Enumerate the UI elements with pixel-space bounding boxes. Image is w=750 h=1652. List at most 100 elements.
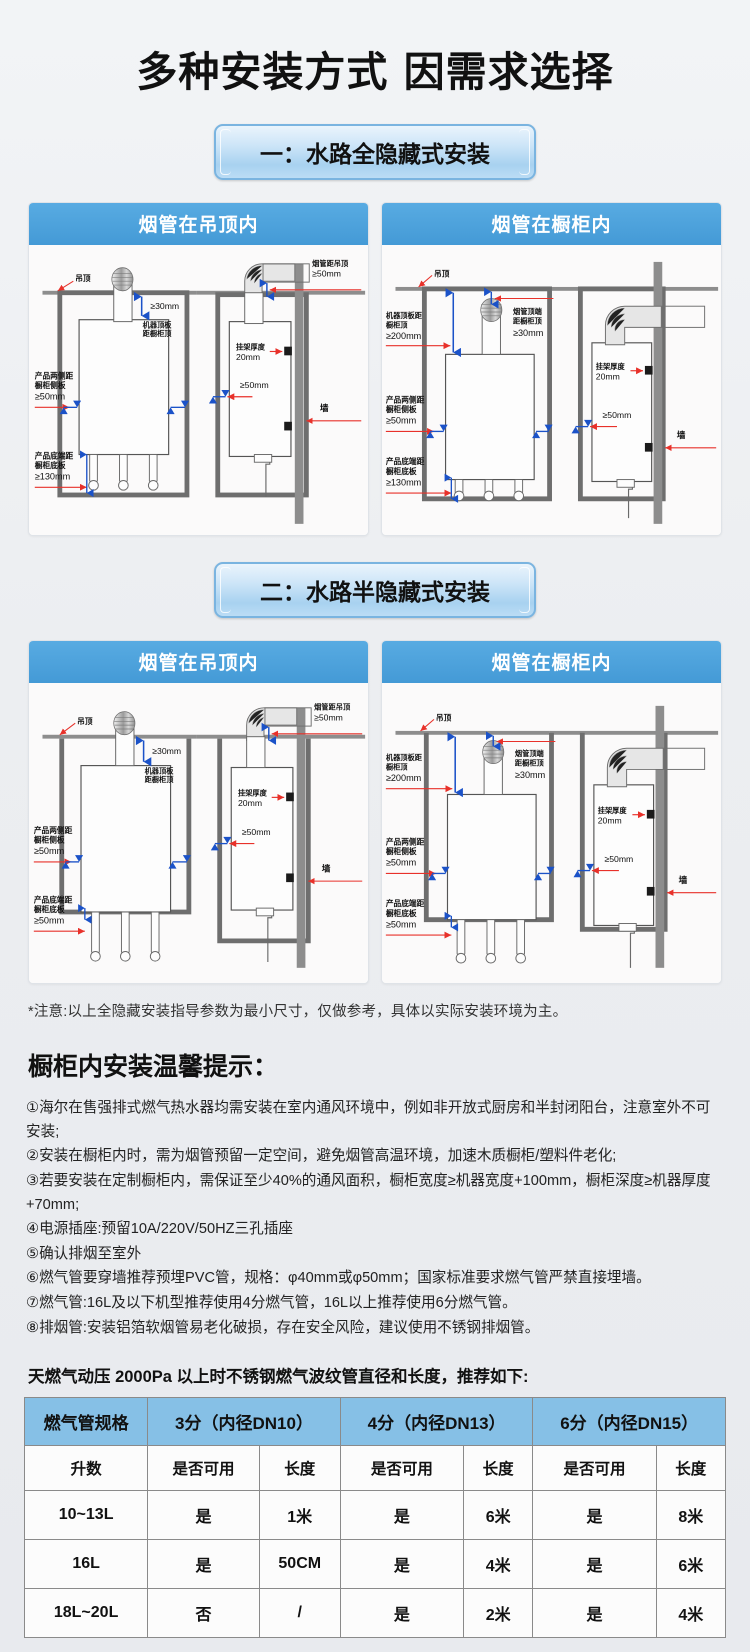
svg-text:≥130mm: ≥130mm <box>386 477 421 487</box>
svg-text:≥200mm: ≥200mm <box>386 331 421 341</box>
svg-text:机器顶板距: 机器顶板距 <box>386 753 423 762</box>
svg-text:≥50mm: ≥50mm <box>240 380 269 390</box>
svg-text:橱柜侧板: 橱柜侧板 <box>385 404 417 414</box>
svg-text:产品两侧距: 产品两侧距 <box>34 825 73 835</box>
tip-item: ①海尔在售强排式燃气热水器均需安装在室内通风环境中，例如非开放式厨房和半封闭阳台… <box>26 1100 711 1140</box>
svg-text:产品两侧距: 产品两侧距 <box>386 395 425 405</box>
diagram-card-title: 烟管在橱柜内 <box>382 203 721 245</box>
svg-text:产品两侧距: 产品两侧距 <box>35 370 74 380</box>
svg-text:距橱柜顶: 距橱柜顶 <box>145 775 175 784</box>
svg-text:距橱柜顶: 距橱柜顶 <box>143 329 173 338</box>
diagram-card-title: 烟管在吊顶内 <box>29 641 368 683</box>
table-cell: 否 <box>147 1588 260 1639</box>
svg-text:产品底端距: 产品底端距 <box>386 456 425 466</box>
tip-item: ⑧排烟管:安装铝箔软烟管易老化破损，存在安全风险，建议使用不锈钢排烟管。 <box>26 1319 540 1336</box>
table-sub-header-cell: 升数 <box>23 1445 149 1492</box>
svg-text:挂架厚度: 挂架厚度 <box>236 343 266 352</box>
table-cell: 10~13L <box>23 1490 149 1541</box>
tips-list: ①海尔在售强排式燃气热水器均需安装在室内通风环境中，例如非开放式厨房和半封闭阳台… <box>0 1093 750 1340</box>
svg-text:≥50mm: ≥50mm <box>312 268 341 278</box>
table-cell: 4米 <box>655 1588 727 1639</box>
footnote: *注意:以上全隐藏安装指导参数为最小尺寸，仅做参考，具体以实际安装环境为主。 <box>28 1004 568 1020</box>
gas-pipe-table: 燃气管规格 3分（内径DN10） 4分（内径DN13） 6分（内径DN15） 升… <box>23 1397 727 1639</box>
table-cell: 18L~20L <box>23 1588 149 1639</box>
tip-item: ③若要安装在定制橱柜内，需保证至少40%的通风面积，橱柜宽度≥机器宽度+100m… <box>26 1172 711 1213</box>
table-cell: 1米 <box>258 1490 341 1541</box>
diagram-svg-s1-cabinet: 机器顶板距 橱柜顶 ≥200mm 烟管顶端 距橱柜顶 ≥30mm 产品两侧距 橱… <box>382 250 721 530</box>
svg-text:≥130mm: ≥130mm <box>35 472 70 482</box>
svg-text:烟管顶端: 烟管顶端 <box>513 307 543 316</box>
svg-text:产品底端距: 产品底端距 <box>34 894 73 904</box>
table-sub-header-cell: 长度 <box>655 1445 727 1492</box>
svg-text:墙: 墙 <box>320 402 329 413</box>
svg-text:橱柜侧板: 橱柜侧板 <box>34 380 66 390</box>
diagram-body: 机器顶板距 橱柜顶 ≥200mm 烟管顶端 距橱柜顶 ≥30mm 产品两侧距 橱… <box>382 245 721 535</box>
table-sub-header-cell: 是否可用 <box>532 1445 657 1492</box>
table-cell: 2米 <box>462 1588 534 1639</box>
svg-text:吊顶: 吊顶 <box>434 269 450 278</box>
section-2-pill: 二：水路半隐藏式安装 <box>214 562 536 618</box>
diagram-card-s1-cabinet-flue: 烟管在橱柜内 <box>381 202 722 536</box>
svg-text:产品两侧距: 产品两侧距 <box>386 837 425 847</box>
svg-text:≥50mm: ≥50mm <box>34 846 64 856</box>
table-group-header-cell: 燃气管规格 <box>23 1397 149 1447</box>
gas-table-title: 天燃气动压 2000Pa 以上时不锈钢燃气波纹管直径和长度，推荐如下: <box>28 1368 529 1387</box>
svg-text:橱柜顶: 橱柜顶 <box>385 762 408 771</box>
diagram-card-title: 烟管在吊顶内 <box>29 203 368 245</box>
table-cell: 是 <box>532 1539 657 1590</box>
table-cell: 16L <box>23 1539 149 1590</box>
svg-text:吊顶: 吊顶 <box>75 274 91 283</box>
svg-text:橱柜侧板: 橱柜侧板 <box>33 835 65 845</box>
table-cell: 是 <box>339 1588 464 1639</box>
svg-text:吊顶: 吊顶 <box>77 717 93 726</box>
svg-text:挂架厚度: 挂架厚度 <box>596 362 626 371</box>
svg-text:≥50mm: ≥50mm <box>386 858 416 868</box>
svg-text:≥50mm: ≥50mm <box>314 712 343 722</box>
svg-text:挂架厚度: 挂架厚度 <box>598 806 628 815</box>
table-group-header-cell: 6分（内径DN15） <box>532 1397 726 1447</box>
svg-text:20mm: 20mm <box>596 371 620 381</box>
table-group-header-cell: 4分（内径DN13） <box>339 1397 534 1447</box>
svg-text:墙: 墙 <box>322 863 331 874</box>
diagram-body: ≥30mm 机器顶板 距橱柜顶 产品两侧距 橱柜侧板 ≥50mm 产品底端距 橱… <box>29 683 368 983</box>
table-cell: 是 <box>147 1539 260 1590</box>
diagram-svg-s1-ceiling: ≥30mm 机器顶板 距橱柜顶 产品两侧距 橱柜侧板 ≥50mm 产品底端距 橱… <box>29 250 368 530</box>
svg-text:烟管距吊顶: 烟管距吊顶 <box>312 259 349 268</box>
svg-text:橱柜底板: 橱柜底板 <box>385 908 417 918</box>
table-cell: / <box>258 1588 341 1639</box>
table-group-header-row: 燃气管规格 3分（内径DN10） 4分（内径DN13） 6分（内径DN15） <box>23 1397 726 1447</box>
section-2-diagram-row: 烟管在吊顶内 <box>0 640 750 984</box>
svg-text:≥30mm: ≥30mm <box>513 328 543 338</box>
svg-text:≥200mm: ≥200mm <box>386 773 421 783</box>
svg-text:距橱柜顶: 距橱柜顶 <box>513 317 543 326</box>
table-cell: 是 <box>532 1490 657 1541</box>
svg-text:橱柜底板: 橱柜底板 <box>33 904 65 914</box>
table-cell: 6米 <box>655 1539 727 1590</box>
svg-text:橱柜侧板: 橱柜侧板 <box>385 846 417 856</box>
tips-title: 橱柜内安装温馨提示： <box>28 1052 279 1081</box>
section-2-pill-wrap: 二：水路半隐藏式安装 <box>0 562 750 618</box>
table-cell: 4米 <box>462 1539 534 1590</box>
tip-item: ⑥燃气管要穿墙推荐预埋PVC管，规格：φ40mm或φ50mm；国家标准要求燃气管… <box>26 1270 651 1287</box>
diagram-card-s1-ceiling-flue: 烟管在吊顶内 <box>28 202 369 536</box>
table-sub-header-cell: 长度 <box>258 1445 341 1492</box>
table-cell: 6米 <box>462 1490 534 1541</box>
table-row: 10~13L 是 1米 是 6米 是 8米 <box>23 1490 727 1541</box>
table-cell: 50CM <box>258 1539 341 1590</box>
svg-text:机器顶板距: 机器顶板距 <box>386 311 423 320</box>
svg-text:产品底端距: 产品底端距 <box>386 898 425 908</box>
svg-text:20mm: 20mm <box>598 815 622 825</box>
svg-text:距橱柜顶: 距橱柜顶 <box>515 759 545 768</box>
svg-text:机器顶板: 机器顶板 <box>143 320 173 329</box>
section-1-pill: 一：水路全隐藏式安装 <box>214 124 536 180</box>
page-title: 多种安装方式 因需求选择 <box>136 48 614 96</box>
svg-text:≥50mm: ≥50mm <box>242 827 271 837</box>
tip-item: ⑦燃气管:16L及以下机型推荐使用4分燃气管，16L以上推荐使用6分燃气管。 <box>26 1295 517 1312</box>
diagram-svg-s2-ceiling: ≥30mm 机器顶板 距橱柜顶 产品两侧距 橱柜侧板 ≥50mm 产品底端距 橱… <box>29 688 368 978</box>
svg-text:吊顶: 吊顶 <box>436 713 452 722</box>
section-1-diagram-row: 烟管在吊顶内 <box>0 202 750 536</box>
svg-text:橱柜顶: 橱柜顶 <box>385 320 408 329</box>
svg-text:≥30mm: ≥30mm <box>515 770 545 780</box>
tip-item: ④电源插座:预留10A/220V/50HZ三孔插座 <box>26 1221 293 1238</box>
